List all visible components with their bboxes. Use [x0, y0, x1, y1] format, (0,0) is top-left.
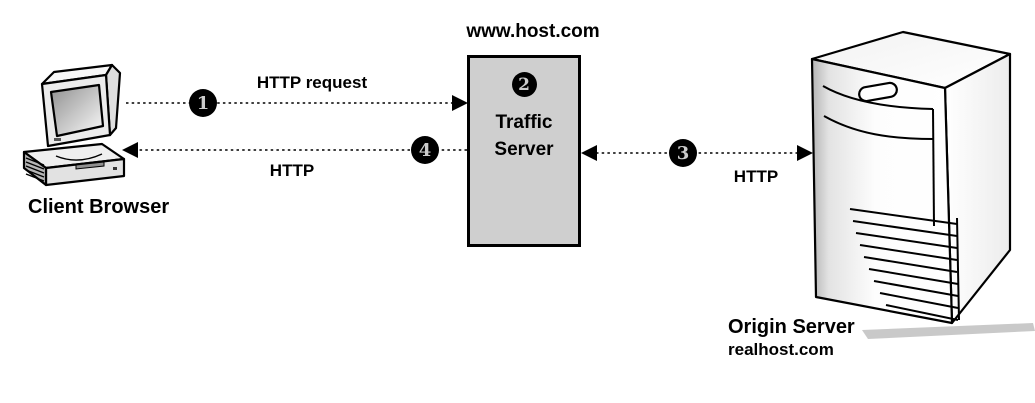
arrow-client-to-proxy	[126, 95, 468, 111]
flow-label-http-response: HTTP	[269, 161, 315, 180]
flow-label-http-request: HTTP request	[256, 73, 368, 92]
arrow-proxy-origin	[581, 145, 813, 161]
traffic-server-name-line2: Server	[494, 139, 554, 160]
origin-server-icon	[810, 30, 1012, 325]
client-browser-label: Client Browser	[28, 196, 170, 218]
client-computer-icon	[22, 63, 126, 187]
flow-label-http-origin: HTTP	[733, 167, 779, 186]
traffic-server-hostname: www.host.com	[466, 21, 600, 42]
step-badge-1: 1	[189, 89, 217, 117]
step-badge-4: 4	[411, 136, 439, 164]
origin-server-hostname: realhost.com	[728, 340, 834, 359]
step-badge-3: 3	[669, 139, 697, 167]
traffic-server-name-line1: Traffic	[495, 112, 553, 133]
traffic-server-name: Traffic Server	[494, 109, 553, 163]
arrow-proxy-to-client	[122, 142, 467, 158]
origin-server-shadow	[862, 323, 1035, 339]
step-badge-2: 2	[511, 72, 537, 97]
traffic-server-box: 2 Traffic Server	[467, 55, 581, 247]
origin-server-label: Origin Server	[728, 316, 855, 338]
